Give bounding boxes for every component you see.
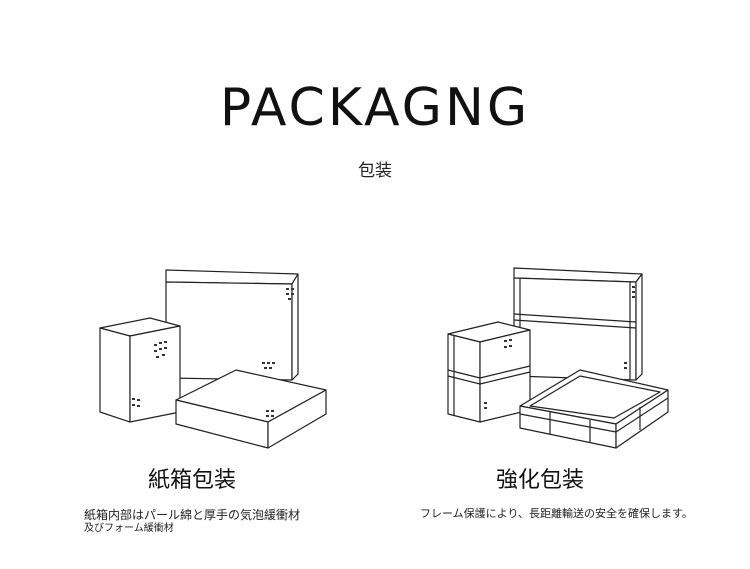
cardboard-packaging-title: 紙箱包装 — [147, 468, 236, 493]
page-title: PACKAGNG — [219, 78, 531, 138]
cardboard-boxes-illustration — [99, 269, 327, 449]
cardboard-description-line2: 及びフォーム緩衝材 — [84, 523, 174, 534]
cardboard-packaging-description: 紙箱内部はパール綿と厚手の気泡緩衝材 及びフォーム緩衝材 — [84, 509, 354, 535]
page-subtitle: 包装 — [358, 161, 392, 181]
reinforced-crates-illustration — [447, 267, 669, 449]
cardboard-description-line1: 紙箱内部はパール綿と厚手の気泡緩衝材 — [84, 508, 301, 522]
reinforced-packaging-title: 強化包装 — [495, 468, 584, 493]
reinforced-packaging-description: フレーム保護により、長距離輸送の安全を確保します。 — [420, 507, 693, 520]
